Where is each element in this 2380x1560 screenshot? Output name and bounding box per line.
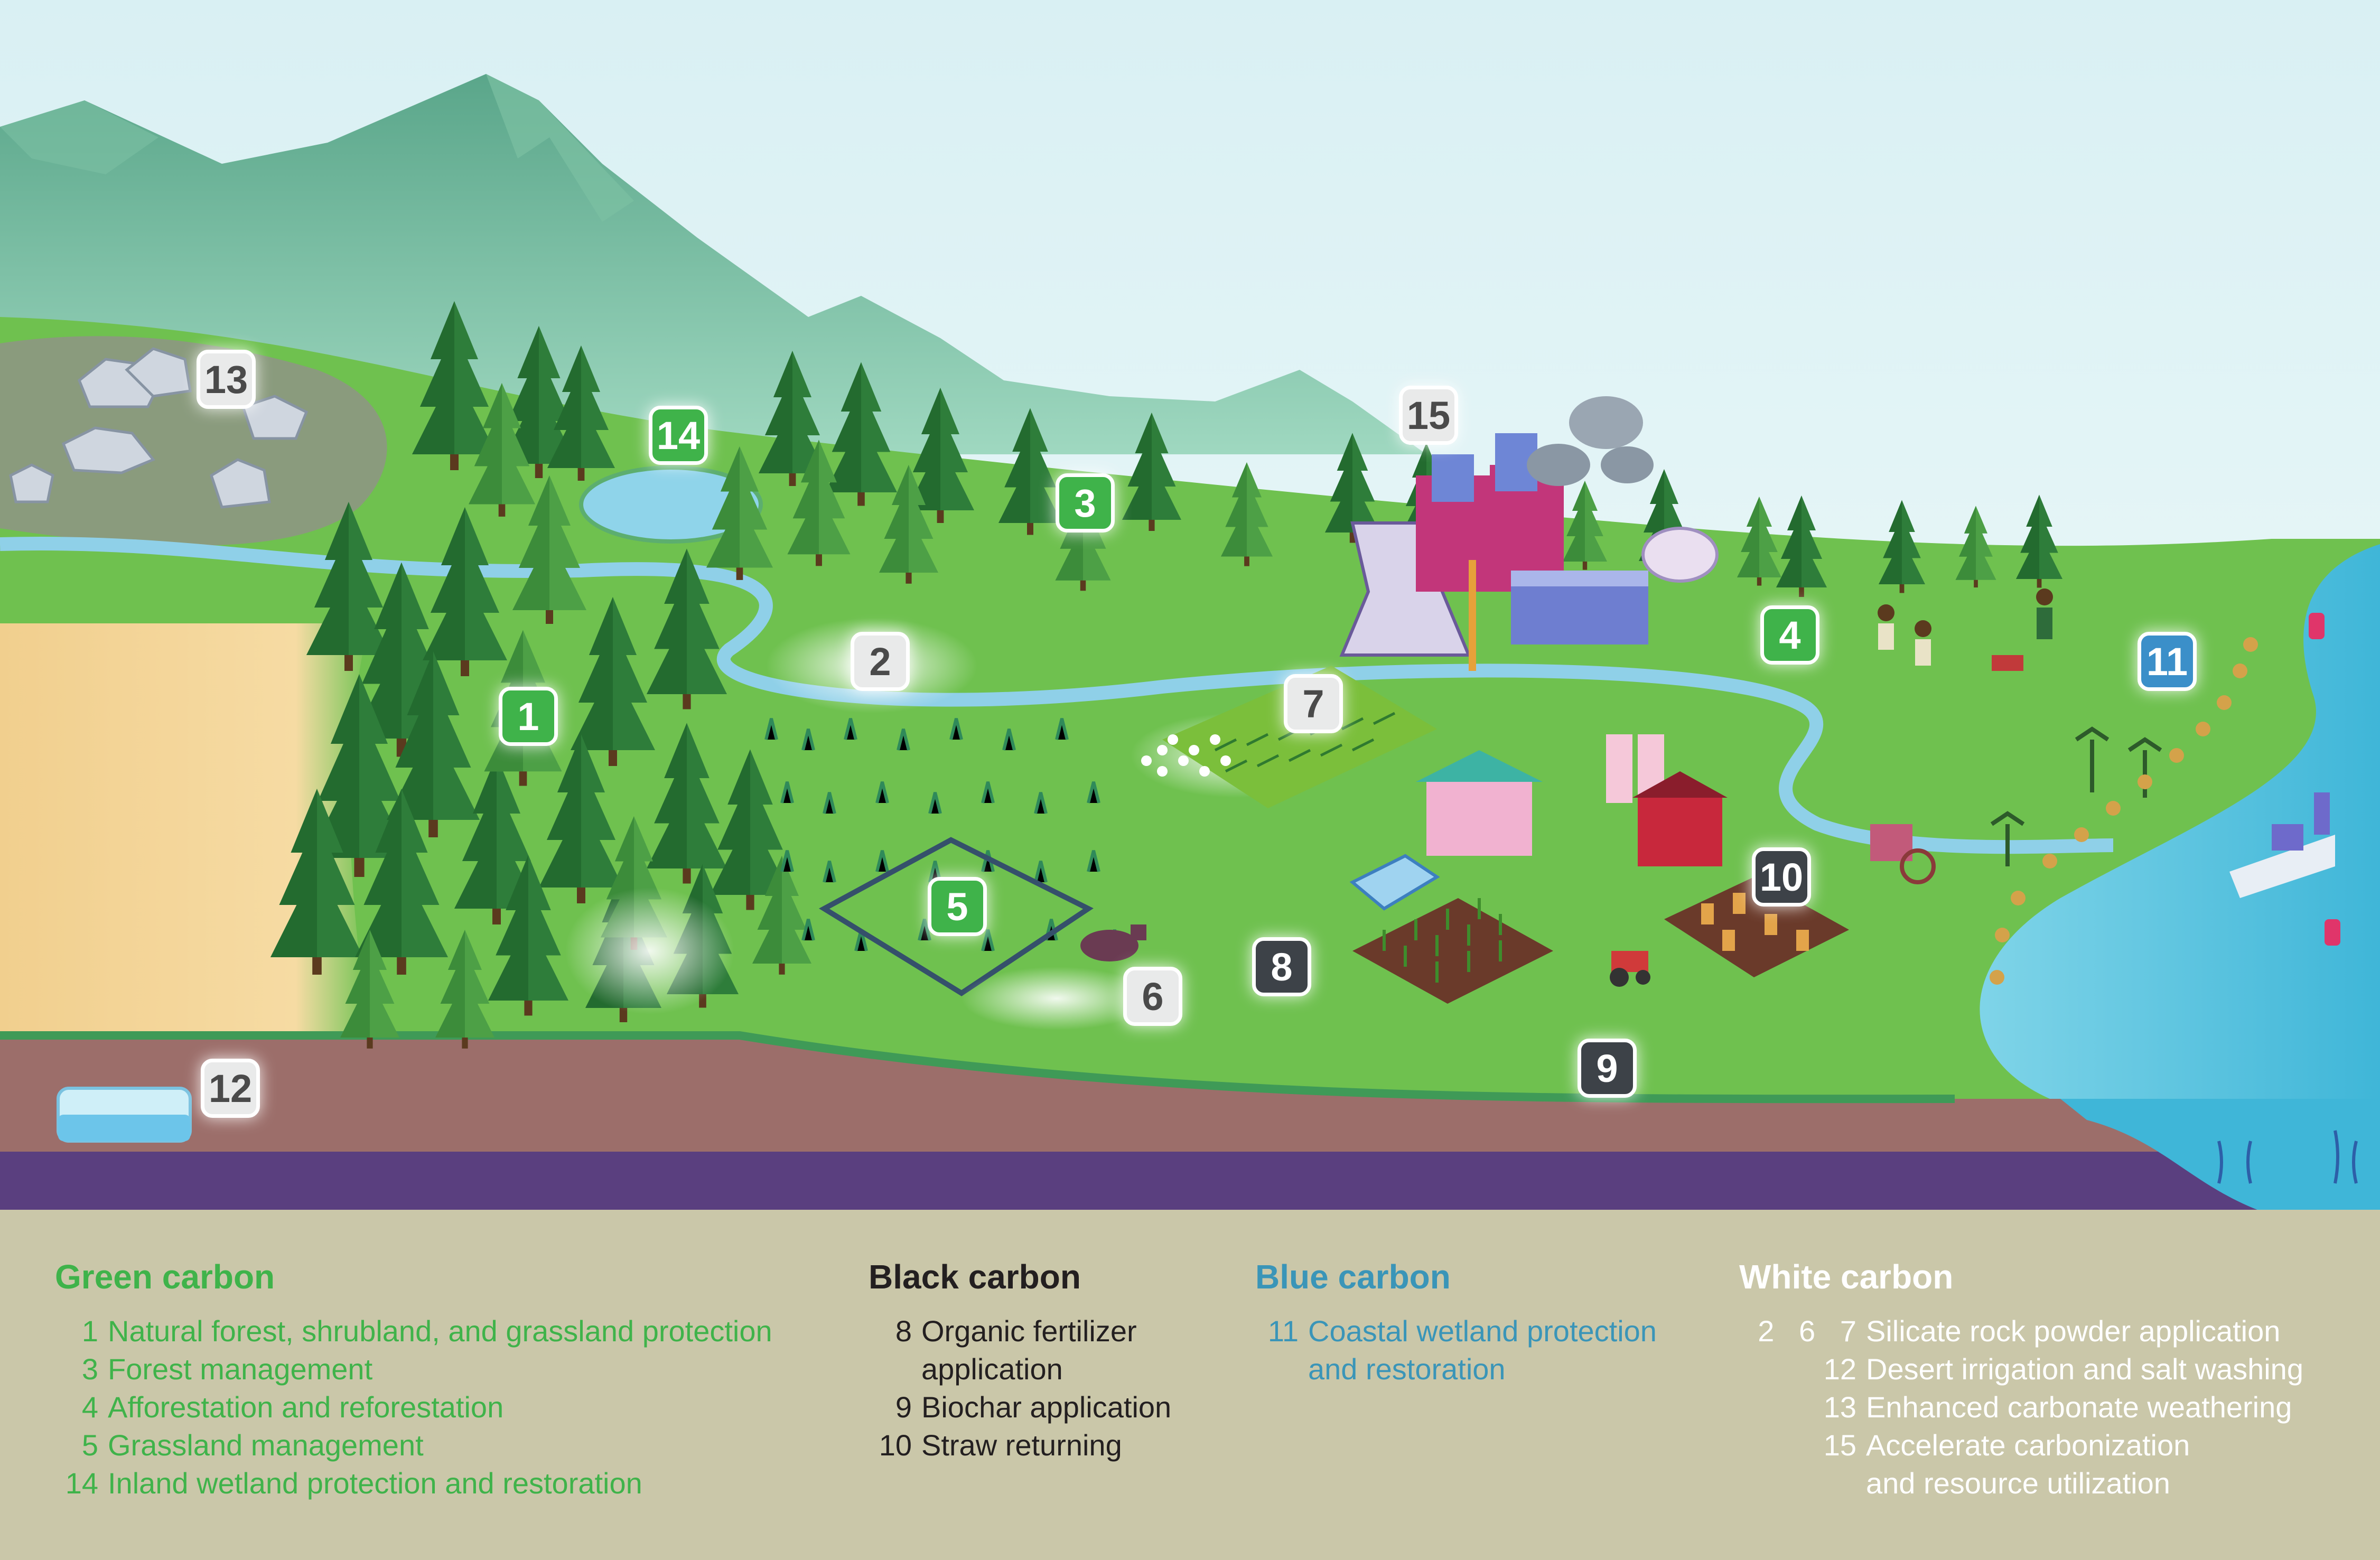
legend-item-text: Natural forest, shrubland, and grassland… — [108, 1314, 772, 1348]
legend-item-number: 13 — [1823, 1390, 1856, 1424]
legend-item-text: Accelerate carbonization — [1866, 1428, 2190, 1462]
legend-item-text: Straw returning — [921, 1428, 1122, 1462]
legend-black-title: Black carbon — [869, 1258, 1081, 1296]
legend-item: 1 Natural forest, shrubland, and grasslan… — [55, 1312, 772, 1350]
legend-item: 3 Forest management — [55, 1350, 772, 1388]
legend-item-text: Silicate rock powder application — [1866, 1314, 2281, 1348]
legend-item: 12 Desert irrigation and salt washing — [1739, 1350, 2303, 1388]
marker-10: 10 — [1752, 847, 1811, 907]
legend-item-text: Forest management — [108, 1352, 373, 1386]
legend-item-text: Enhanced carbonate weathering — [1866, 1390, 2292, 1424]
legend-blue-title: Blue carbon — [1255, 1258, 1451, 1296]
legend-item: 11 Coastal wetland protection and restorat… — [1255, 1312, 1657, 1388]
legend-item-text-line2: and resource utilization — [1866, 1466, 2170, 1500]
legend-item-number: 9 — [895, 1390, 912, 1424]
legend-item: 2 6 7 Silicate rock powder application — [1739, 1312, 2303, 1350]
legend-item-number: 5 — [81, 1428, 98, 1462]
marker-12: 12 — [201, 1059, 260, 1118]
marker-3: 3 — [1056, 473, 1115, 533]
marker-7: 7 — [1284, 674, 1343, 733]
legend-item-text: Organic fertilizer — [921, 1314, 1137, 1348]
legend-item-text: Grassland management — [108, 1428, 424, 1462]
legend-green-carbon: Green carbon 1 Natural forest, shrubland,… — [55, 1257, 772, 1502]
legend-panel: Green carbon 1 Natural forest, shrubland,… — [0, 1210, 2380, 1560]
legend-item-text: Inland wetland protection and restoratio… — [108, 1466, 642, 1500]
legend-item: 8 Organic fertilizer application — [869, 1312, 1171, 1388]
landscape-illustration — [0, 0, 2380, 1215]
legend-item-number: 14 — [65, 1466, 98, 1500]
legend-item-number: 10 — [879, 1428, 912, 1462]
legend-white-carbon: White carbon 2 6 7 Silicate rock powder a… — [1739, 1257, 2303, 1502]
legend-item: 5 Grassland management — [55, 1426, 772, 1464]
legend-item: 10 Straw returning — [869, 1426, 1171, 1464]
legend-item-number: 8 — [895, 1314, 912, 1348]
legend-item-number: 15 — [1823, 1428, 1856, 1462]
legend-item-number: 2 6 7 — [1758, 1314, 1856, 1348]
legend-green-title: Green carbon — [55, 1258, 275, 1296]
legend-item-number: 1 — [81, 1314, 98, 1348]
marker-2: 2 — [851, 632, 910, 691]
legend-blue-carbon: Blue carbon 11 Coastal wetland protection… — [1255, 1257, 1657, 1388]
legend-item: 13 Enhanced carbonate weathering — [1739, 1388, 2303, 1426]
legend-item-text: Afforestation and reforestation — [108, 1390, 504, 1424]
legend-item-number: 11 — [1267, 1314, 1299, 1348]
marker-15: 15 — [1399, 386, 1458, 445]
legend-item-text: Biochar application — [921, 1390, 1172, 1424]
legend-item-number: 12 — [1823, 1352, 1856, 1386]
marker-1: 1 — [499, 687, 558, 746]
legend-item: 4 Afforestation and reforestation — [55, 1388, 772, 1426]
marker-6: 6 — [1123, 967, 1182, 1026]
legend-black-carbon: Black carbon 8 Organic fertilizer applicat… — [869, 1257, 1171, 1464]
legend-item: 9 Biochar application — [869, 1388, 1171, 1426]
marker-9: 9 — [1578, 1039, 1637, 1098]
marker-11: 11 — [2138, 632, 2197, 691]
legend-item-number: 3 — [81, 1352, 98, 1386]
marker-5: 5 — [928, 877, 987, 936]
legend-item-text: Desert irrigation and salt washing — [1866, 1352, 2303, 1386]
legend-white-title: White carbon — [1739, 1258, 1954, 1296]
marker-4: 4 — [1760, 605, 1819, 665]
legend-item-text-line2: application — [921, 1352, 1063, 1386]
legend-item: 14 Inland wetland protection and restorat… — [55, 1464, 772, 1502]
marker-13: 13 — [197, 350, 256, 409]
legend-item: 15 Accelerate carbonization and resource u… — [1739, 1426, 2303, 1502]
marker-14: 14 — [649, 406, 708, 465]
marker-8: 8 — [1252, 937, 1311, 996]
legend-item-text-line2: and restoration — [1308, 1352, 1506, 1386]
legend-item-text: Coastal wetland protection — [1308, 1314, 1657, 1348]
legend-item-number: 4 — [81, 1390, 98, 1424]
